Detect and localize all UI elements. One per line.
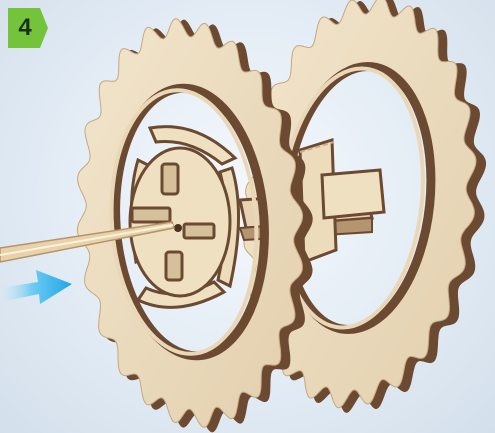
- step-number: 4: [8, 8, 42, 48]
- direction-arrow: [0, 270, 72, 304]
- step-badge: 4: [8, 8, 48, 48]
